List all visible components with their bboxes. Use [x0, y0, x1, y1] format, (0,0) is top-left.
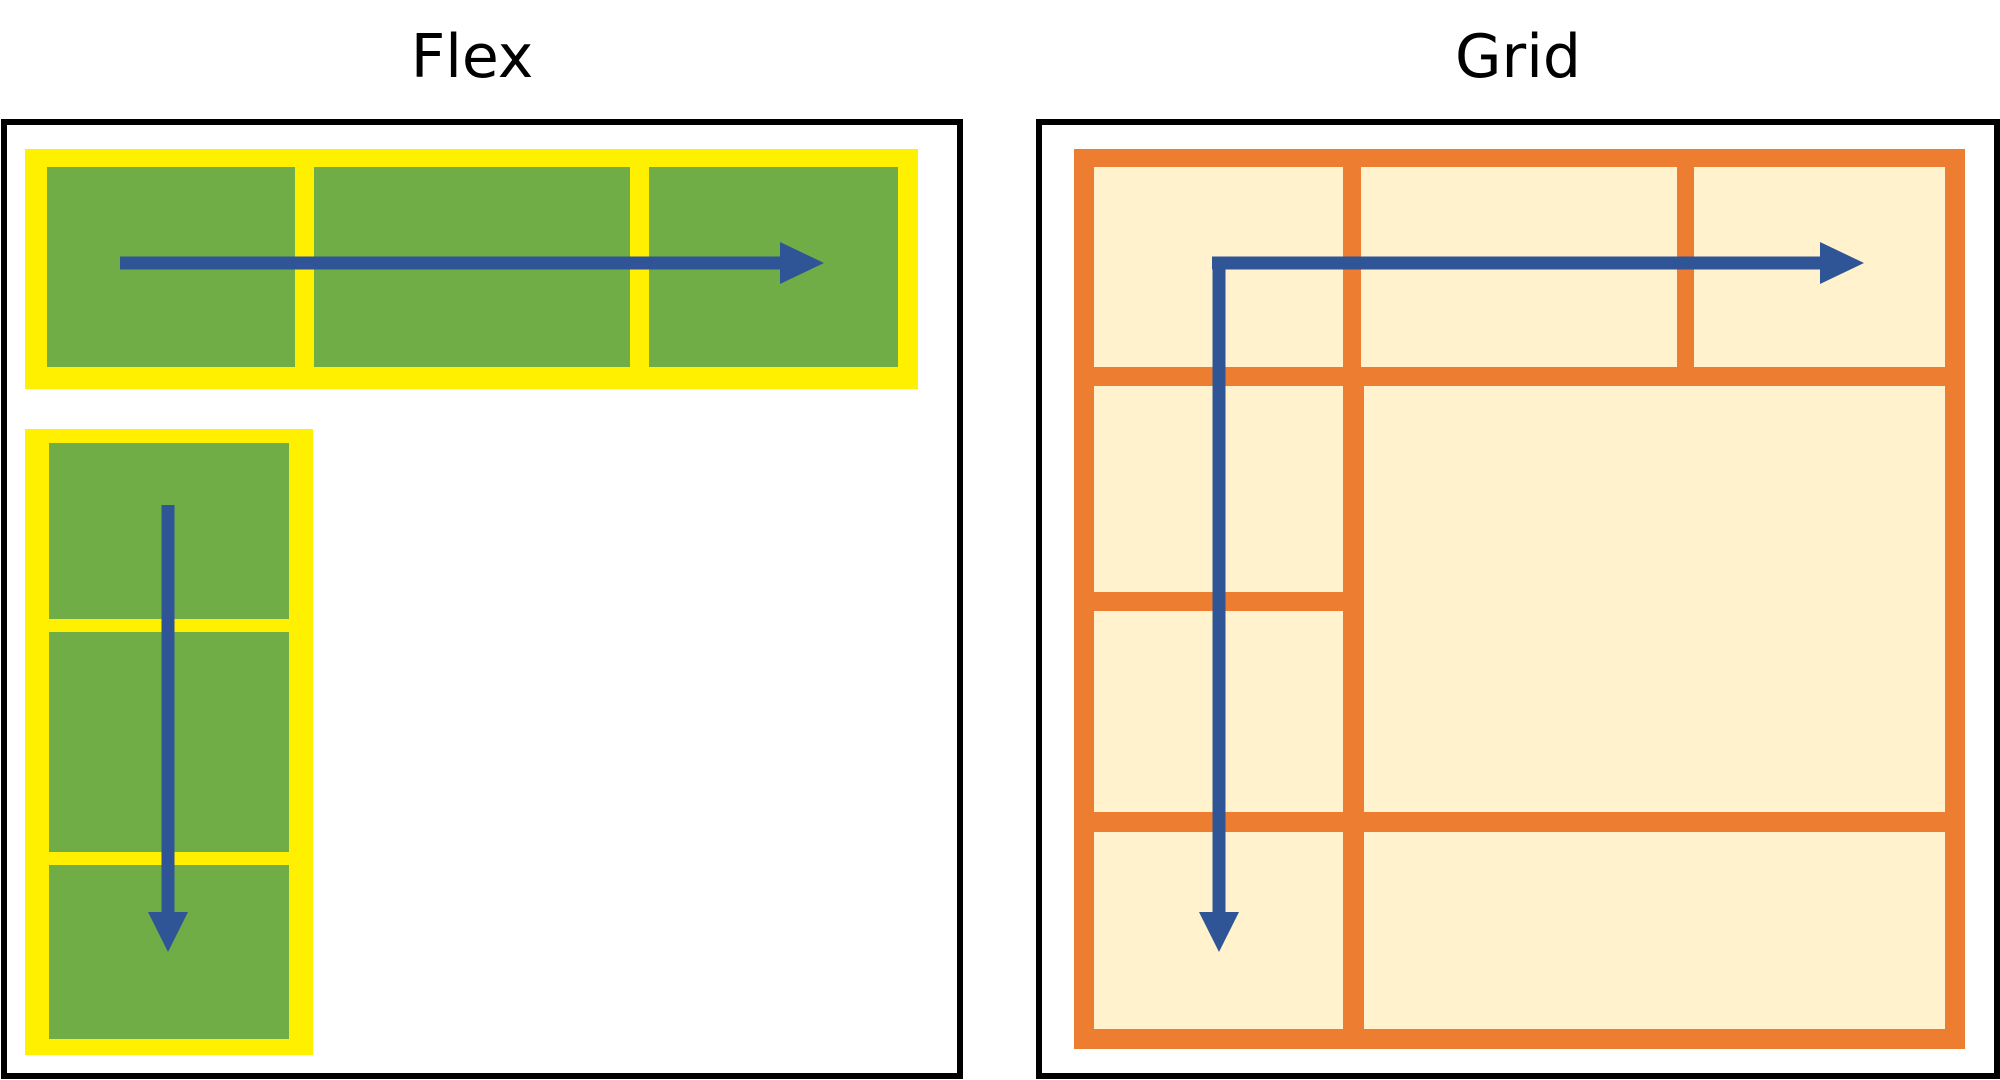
flex-column-container — [25, 429, 313, 1055]
grid-cell — [1094, 611, 1343, 812]
grid-cell — [1094, 167, 1343, 367]
flex-row-item — [47, 167, 295, 367]
grid-cell — [1094, 386, 1343, 592]
flex-row-item — [649, 167, 898, 367]
grid-cell — [1694, 167, 1945, 367]
flex-row-item — [314, 167, 630, 367]
grid-cell — [1094, 832, 1343, 1029]
flex-row-container — [25, 149, 918, 389]
flex-panel — [1, 119, 963, 1079]
grid-container — [1074, 149, 1965, 1049]
grid-cell — [1361, 167, 1677, 367]
flex-column-item — [49, 443, 289, 619]
flex-column-item — [49, 632, 289, 852]
flex-title: Flex — [410, 22, 534, 92]
grid-cell — [1364, 832, 1945, 1029]
grid-cell-span — [1364, 386, 1945, 812]
grid-panel — [1036, 119, 2000, 1079]
flex-column-item — [49, 865, 289, 1039]
grid-title: Grid — [1455, 22, 1581, 92]
